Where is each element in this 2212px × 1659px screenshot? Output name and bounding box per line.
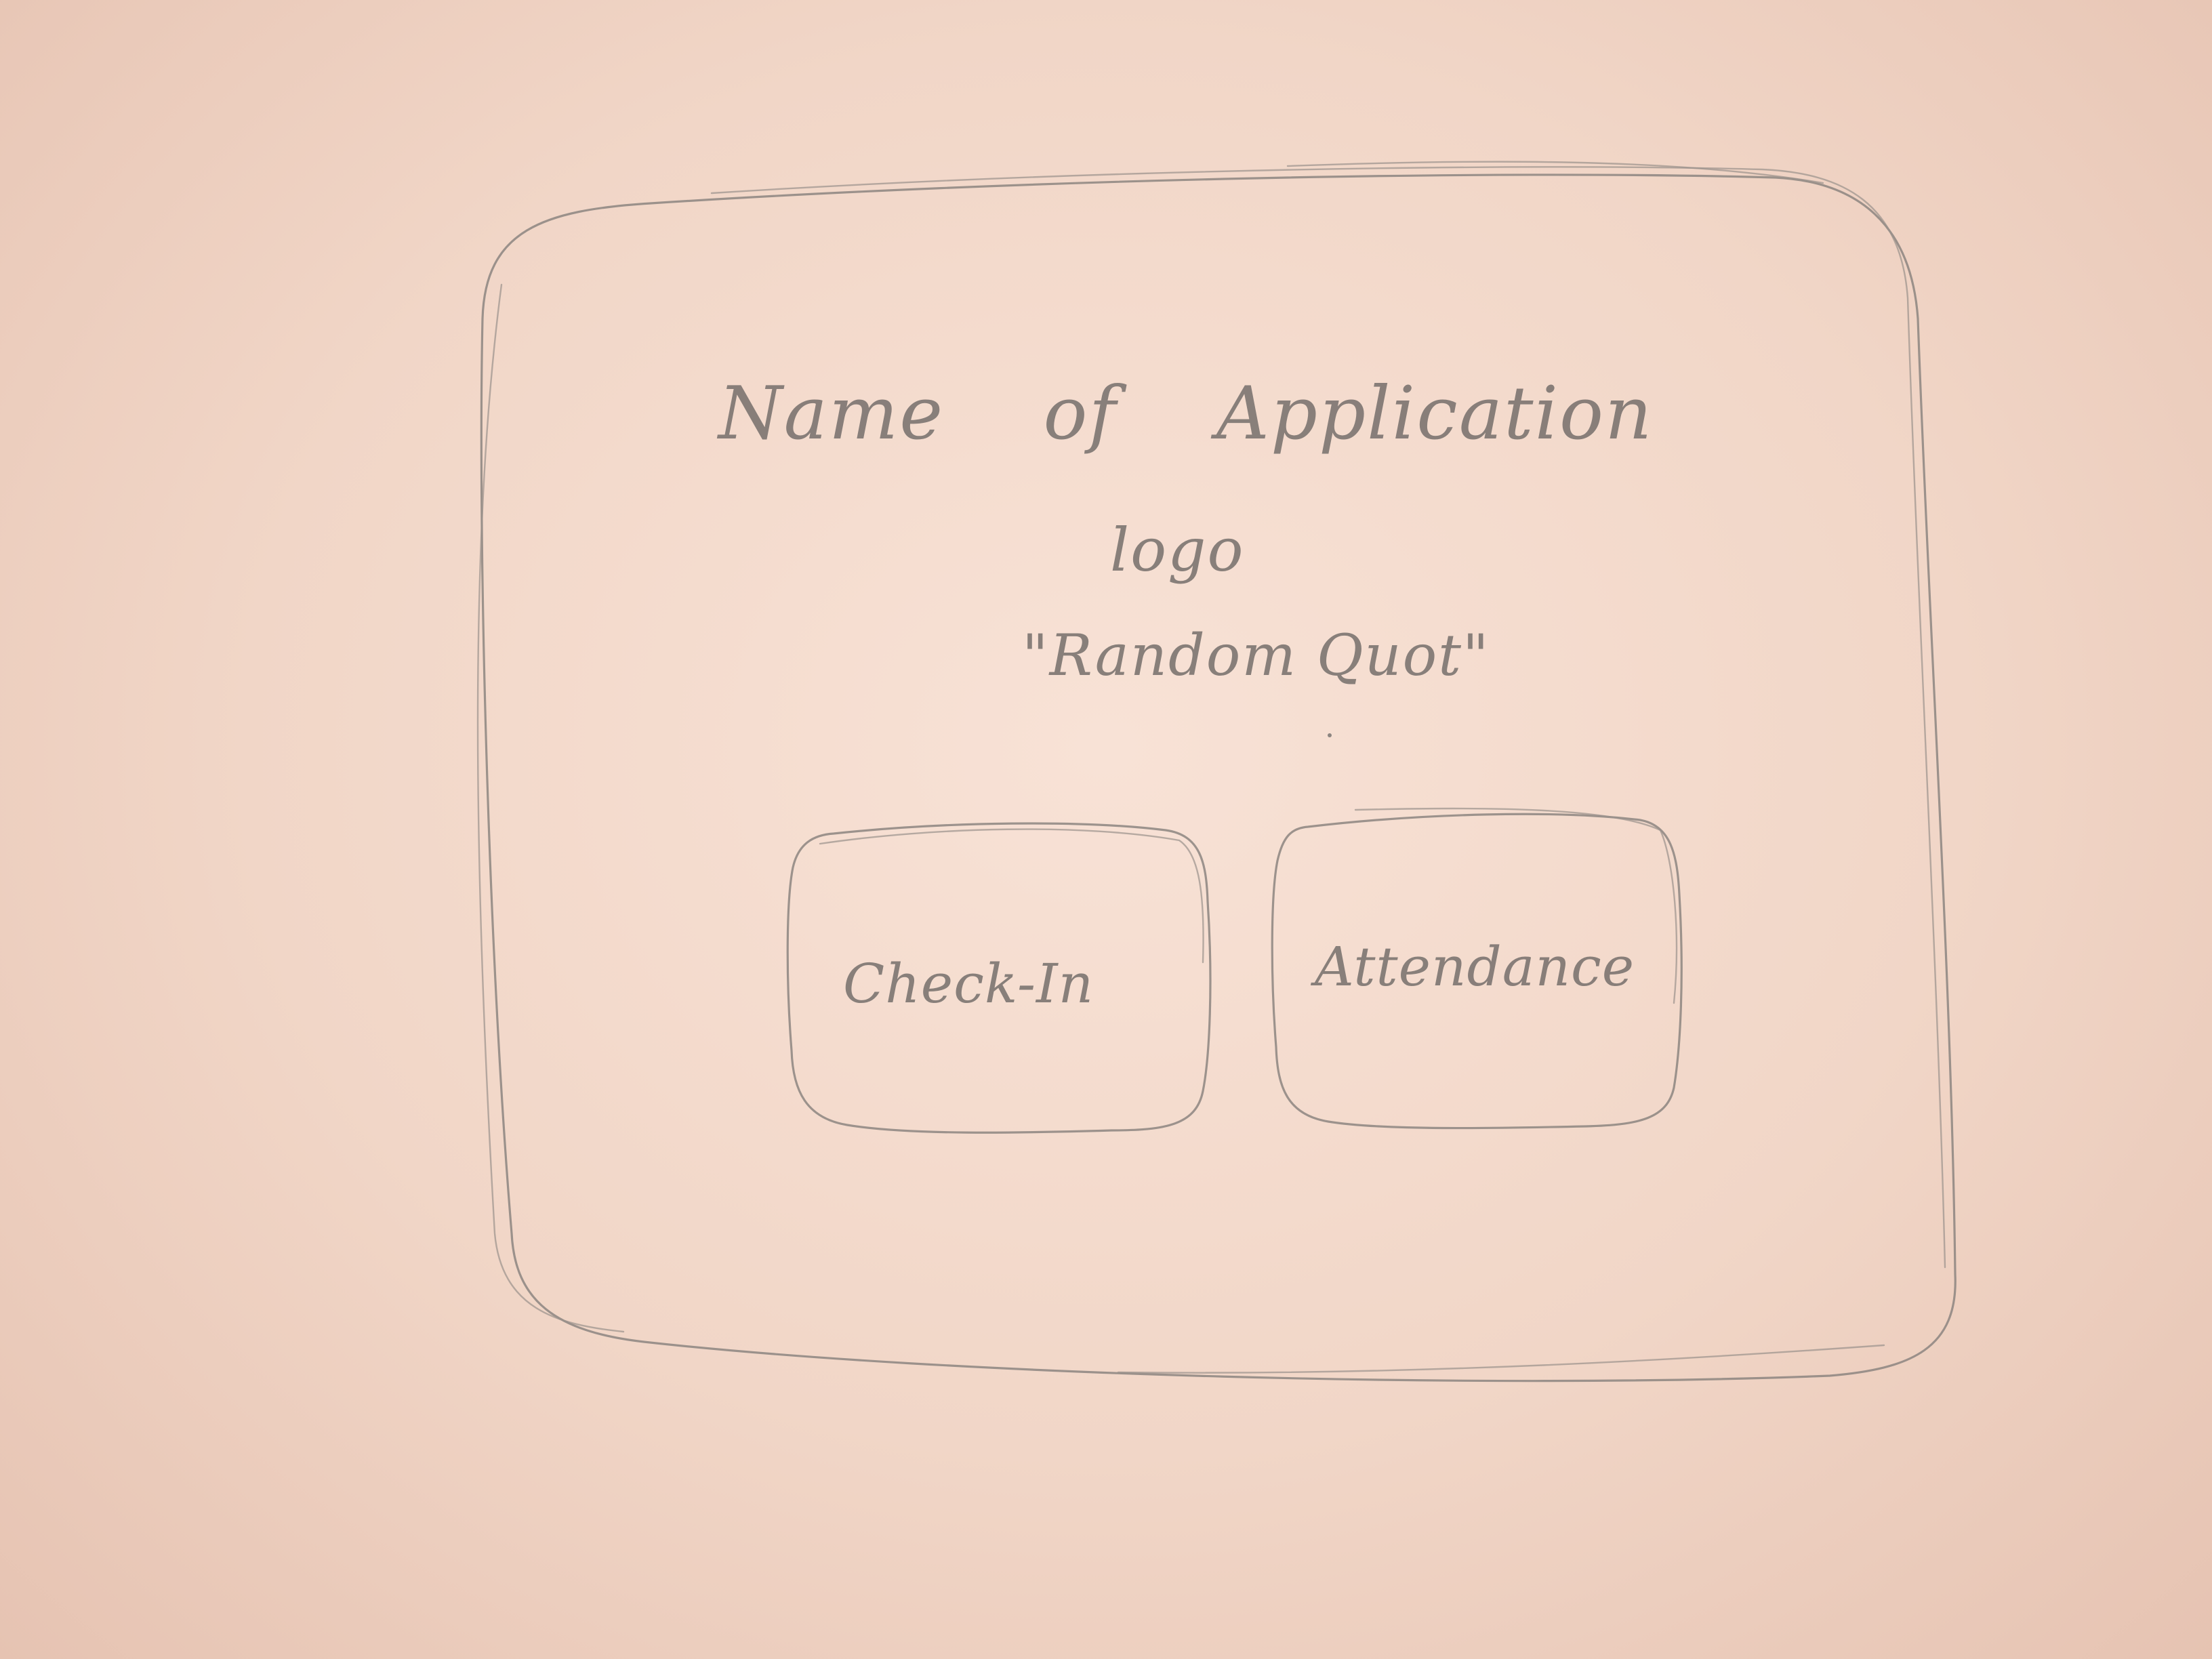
random-quote: "Random Quot"	[1022, 622, 1490, 689]
logo-placeholder: logo	[1110, 515, 1245, 585]
attendance-button-outline	[1271, 807, 1683, 1130]
checkin-button[interactable]: Check-In	[786, 820, 1206, 1139]
attendance-button-label: Attendance	[1315, 935, 1635, 998]
attendance-button[interactable]: Attendance	[1267, 813, 1681, 1132]
checkin-button-outline	[786, 822, 1212, 1134]
stray-pencil-dot	[1328, 733, 1332, 737]
app-frame	[476, 161, 1957, 1382]
app-title: Name of Application	[718, 371, 1654, 456]
checkin-button-label: Check-In	[843, 952, 1094, 1015]
